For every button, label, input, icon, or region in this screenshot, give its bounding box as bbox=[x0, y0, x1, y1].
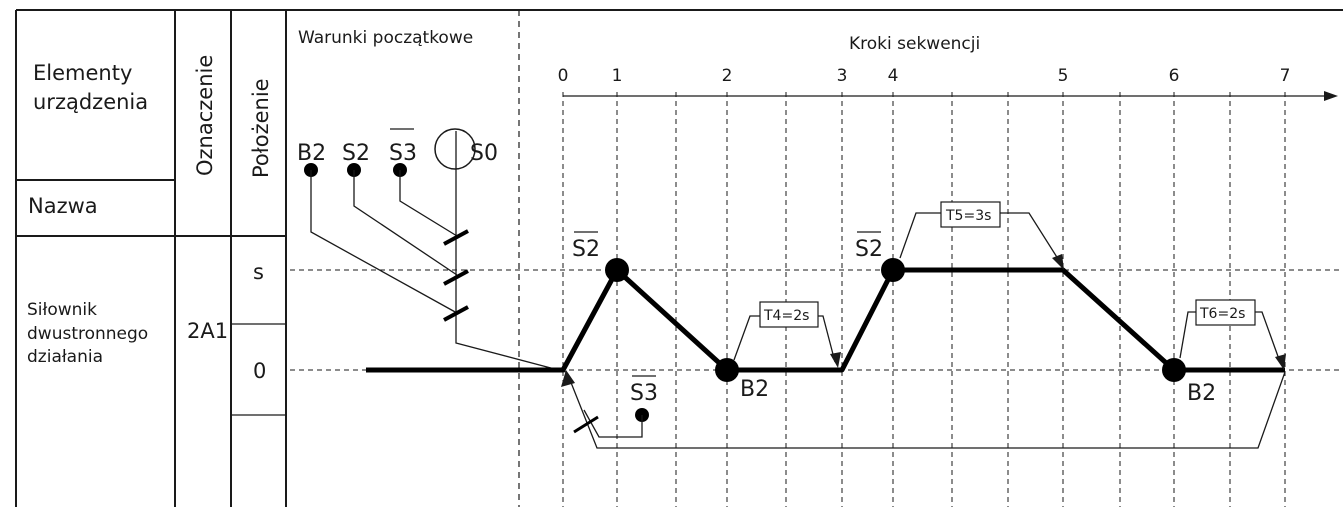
component-name-line2: dwustronnego bbox=[27, 324, 148, 344]
actuator-motion-line bbox=[366, 267, 1285, 373]
header-sequence-steps: Kroki sekwencji bbox=[849, 34, 980, 54]
timer-t5: T5=3s bbox=[899, 201, 1064, 270]
header-elements-line1: Elementy bbox=[33, 61, 132, 85]
step-label: 1 bbox=[612, 66, 623, 86]
step-labels: 0 1 2 3 4 5 6 7 bbox=[558, 66, 1291, 86]
s0-start-button-icon bbox=[434, 128, 476, 170]
node-step1 bbox=[605, 258, 629, 282]
initial-signal-s2: S2 bbox=[342, 141, 370, 166]
signal-b2-step2: B2 bbox=[740, 377, 769, 402]
position-0-label: 0 bbox=[253, 359, 266, 383]
timer-t5-label: T5=3s bbox=[945, 208, 991, 224]
header-designation: Oznaczenie bbox=[193, 55, 217, 176]
timer-t4: T4=2s bbox=[733, 301, 841, 368]
node-step6 bbox=[1162, 358, 1186, 382]
timer-t4-label: T4=2s bbox=[763, 308, 809, 324]
signal-s3-return: S3 bbox=[630, 381, 658, 406]
node-step4 bbox=[881, 258, 905, 282]
timer-t6: T6=2s bbox=[1179, 299, 1286, 370]
component-name-line3: działania bbox=[27, 347, 103, 367]
step-label: 5 bbox=[1058, 66, 1069, 86]
timer-t6-box bbox=[1195, 299, 1256, 326]
signal-s2-step4: S2 bbox=[855, 237, 883, 262]
signal-s2-step1: S2 bbox=[572, 237, 600, 262]
step-label: 7 bbox=[1280, 66, 1291, 86]
table-frame bbox=[15, 9, 1343, 507]
timer-t5-box bbox=[940, 201, 1001, 228]
step-label: 6 bbox=[1169, 66, 1180, 86]
initial-signal-s3: S3 bbox=[389, 141, 417, 166]
initial-signals: B2 S2 S3 S0 bbox=[297, 128, 567, 373]
return-loop bbox=[561, 370, 1286, 449]
header-position: Położenie bbox=[249, 78, 273, 178]
timer-t6-label: T6=2s bbox=[1199, 306, 1245, 322]
component-designation: 2A1 bbox=[187, 319, 228, 343]
step-label: 0 bbox=[558, 66, 569, 86]
component-name-line1: Siłownik bbox=[27, 300, 97, 320]
header-initial-conditions: Warunki początkowe bbox=[298, 28, 473, 48]
initial-signal-b2: B2 bbox=[297, 141, 326, 166]
step-grid bbox=[562, 92, 1286, 507]
header-name-label: Nazwa bbox=[28, 194, 98, 218]
node-step2 bbox=[715, 358, 739, 382]
step-label: 4 bbox=[888, 66, 899, 86]
signal-b2-step6: B2 bbox=[1187, 381, 1216, 406]
step-label: 2 bbox=[722, 66, 733, 86]
step-label: 3 bbox=[837, 66, 848, 86]
step-axis bbox=[563, 91, 1338, 101]
position-s-label: s bbox=[253, 260, 264, 284]
timer-t4-box bbox=[759, 301, 819, 328]
header-elements-line2: urządzenia bbox=[33, 90, 148, 114]
